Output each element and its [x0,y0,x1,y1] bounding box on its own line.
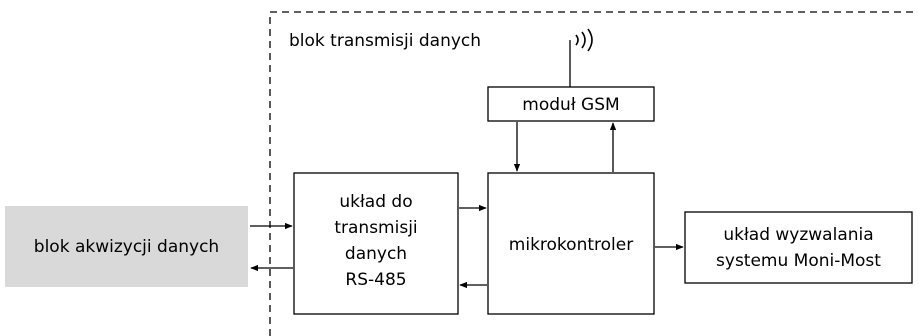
gsm-module-label: moduł GSM [522,95,619,115]
rs485-label-line-4: RS-485 [345,270,406,290]
rs485-label-line-1: układ do [339,192,412,212]
transmission-group-border [269,11,918,336]
antenna-signal-icon [569,28,593,87]
rs485-label-line-2: transmisji [334,218,417,238]
trigger-system-block [684,211,913,284]
trigger-label-line-2: systemu Moni-Most [716,251,881,271]
acquisition-block [5,206,248,287]
acquisition-block-label: blok akwizycji danych [34,237,219,257]
rs485-block [293,172,459,315]
gsm-module-block [487,86,655,122]
transmission-group-label: blok transmisji danych [289,31,481,51]
microcontroller-block [487,172,655,315]
rs485-label-line-3: danych [345,244,407,264]
microcontroller-label: mikrokontroler [509,235,633,255]
trigger-label-line-1: układ wyzwalania [723,225,873,245]
